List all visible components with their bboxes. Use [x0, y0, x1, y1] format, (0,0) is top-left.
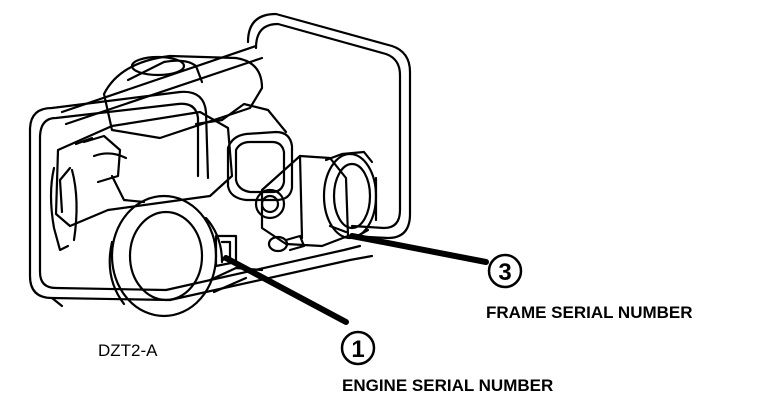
recoil-starter: [108, 194, 224, 318]
frame-front: [28, 90, 374, 308]
discharge-port: [322, 150, 378, 240]
callout-number-1: 1: [351, 336, 364, 363]
pump-housing: [254, 154, 350, 248]
air-cleaner: [194, 102, 294, 202]
leader-line-frame: [349, 233, 489, 265]
drain-plug: [267, 234, 306, 253]
callout-circle-3: [487, 253, 523, 289]
callout-engine-serial: 1 ENGINE SERIAL NUMBER: [340, 330, 553, 395]
fuel-tank: [102, 54, 264, 140]
figure-code: DZT2-A: [98, 341, 158, 360]
frame-serial-number-label: FRAME SERIAL NUMBER: [486, 303, 693, 322]
pump-illustration: [28, 12, 412, 318]
callout-circle-1: [340, 330, 376, 366]
callout-frame-serial: 3 FRAME SERIAL NUMBER: [486, 253, 693, 322]
engine-serial-number-label: ENGINE SERIAL NUMBER: [342, 376, 553, 395]
shroud: [49, 134, 146, 252]
leader-line-engine: [223, 255, 349, 325]
callout-number-3: 3: [498, 259, 511, 286]
leader-lines: [223, 233, 489, 325]
